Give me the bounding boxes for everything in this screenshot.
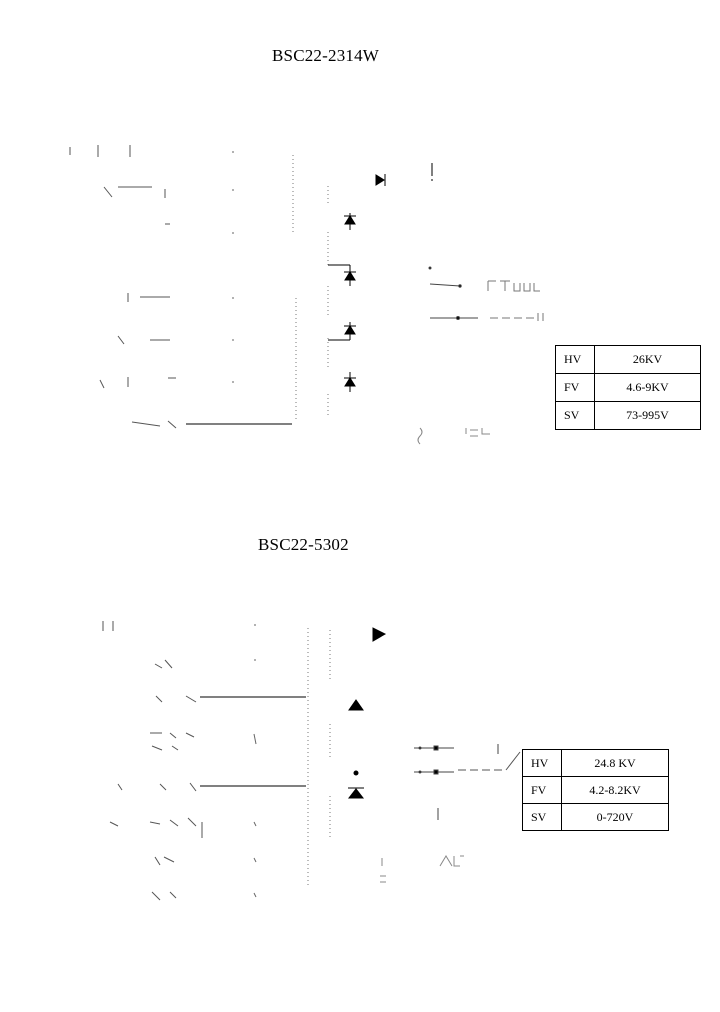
spec-value: 4.2-8.2KV [561, 776, 669, 804]
diagram-1-spec-table: HV 26KV FV 4.6-9KV SV 73-995V [555, 345, 701, 430]
diagram-1-focus-screen-leads [428, 266, 544, 321]
diagram-2-pin-marks [102, 621, 203, 901]
diagram-1-diode-stack [328, 213, 356, 392]
spec-value: 26KV [594, 345, 701, 374]
diagram-1-pin-marks [69, 145, 177, 429]
spec-key: SV [555, 401, 595, 430]
diagram-2-terminal-ticks [253, 624, 257, 898]
diagram-1-terminal-ticks [232, 151, 234, 383]
spec-row: SV 73-995V [555, 401, 701, 430]
spec-key: FV [555, 373, 595, 402]
spec-value: 0-720V [561, 803, 669, 831]
spec-row: FV 4.2-8.2KV [522, 776, 669, 804]
diagram-1-schematic [69, 145, 544, 445]
spec-key: HV [555, 345, 595, 374]
spec-row: SV 0-720V [522, 803, 669, 831]
spec-key: FV [522, 776, 562, 804]
diagram-2-spec-table: HV 24.8 KV FV 4.2-8.2KV SV 0-720V [522, 749, 669, 831]
spec-key: HV [522, 749, 562, 777]
spec-row: HV 26KV [555, 345, 701, 374]
diagram-2-title: BSC22-5302 [258, 535, 349, 554]
diagram-2-schematic [102, 621, 521, 901]
diagram-1-output-diode [375, 163, 433, 186]
spec-key: SV [522, 803, 562, 831]
spec-value: 73-995V [594, 401, 701, 430]
diagram-1-title: BSC22-2314W [272, 46, 380, 65]
diagram-2-focus-screen-leads [414, 744, 521, 820]
diagram-2-diodes [347, 627, 387, 799]
spec-value: 24.8 KV [561, 749, 669, 777]
diagram-1-primary-winding [292, 155, 297, 420]
diagram-2-bottom-marks [380, 855, 464, 883]
spec-value: 4.6-9KV [594, 373, 701, 402]
spec-row: FV 4.6-9KV [555, 373, 701, 402]
diagram-1-bottom-marks [417, 427, 490, 445]
spec-row: HV 24.8 KV [522, 749, 669, 777]
